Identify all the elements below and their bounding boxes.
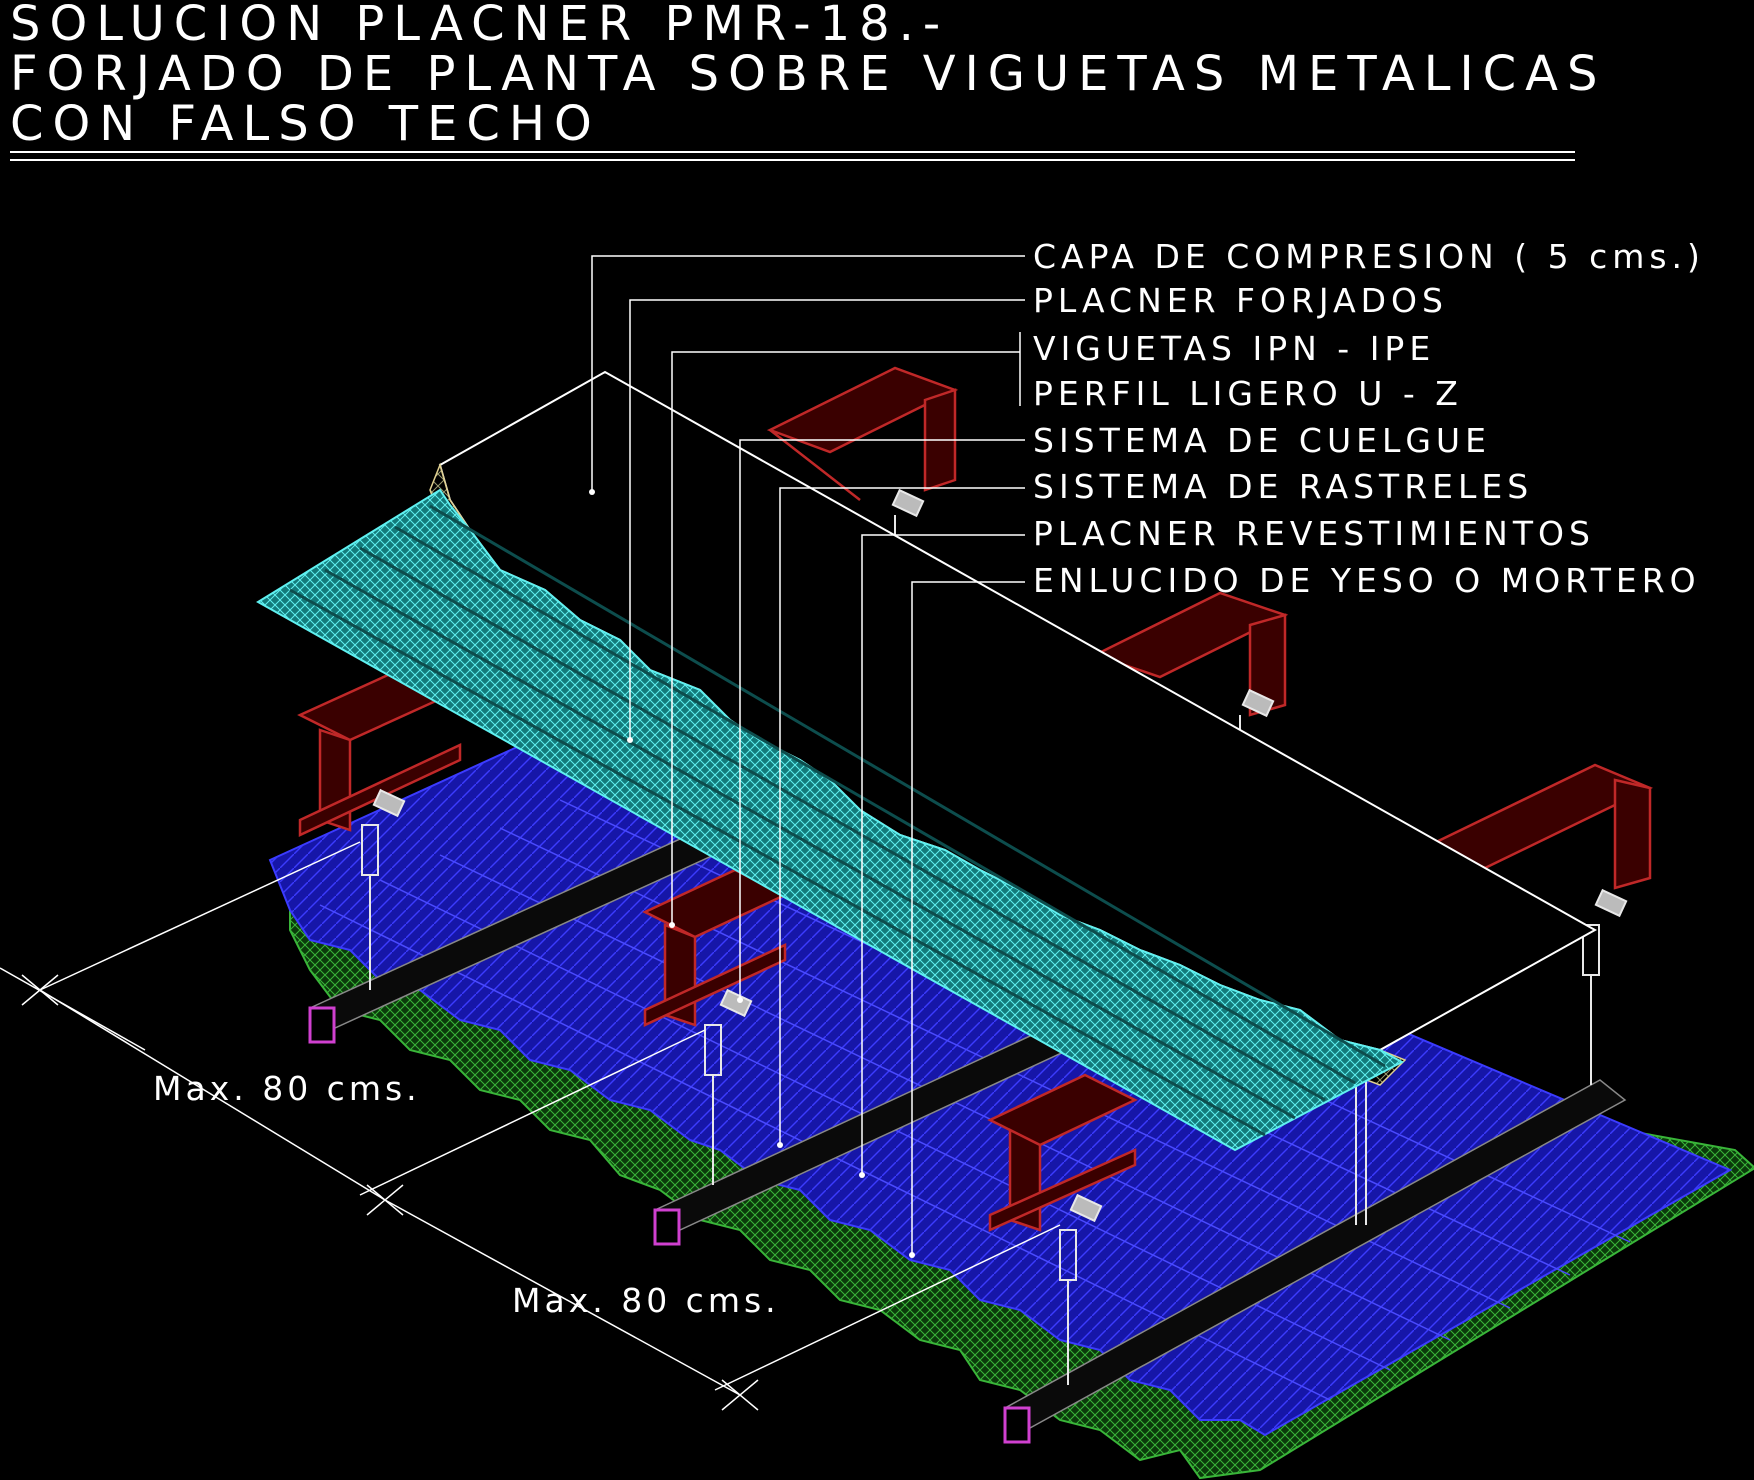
leader-rastreles <box>779 487 1025 1145</box>
label-placner-forjados: PLACNER FORJADOS <box>1033 281 1448 320</box>
hanger-7 <box>1355 1080 1367 1225</box>
hangers <box>361 488 1628 1385</box>
label-viguetas: VIGUETAS IPN - IPE <box>1033 329 1435 368</box>
hanger-6 <box>1582 888 1628 1085</box>
leader-placner-forjados <box>629 299 1025 740</box>
label-capa-compresion: CAPA DE COMPRESION ( 5 cms.) <box>1033 237 1705 276</box>
placner-deck <box>256 488 1405 1152</box>
hanger-1 <box>361 788 406 990</box>
title-block: SOLUCION PLACNER PMR-18.- FORJADO DE PLA… <box>10 0 1606 161</box>
dim-tick-2 <box>366 1184 404 1216</box>
beam-right-front <box>1426 763 1654 890</box>
dim-label-lower: Max. 80 cms. <box>512 1281 780 1320</box>
leader-capa <box>591 255 1025 492</box>
label-sistema-cuelgue: SISTEMA DE CUELGUE <box>1033 421 1491 460</box>
label-enlucido: ENLUCIDO DE YESO O MORTERO <box>1033 561 1701 600</box>
dim-witness-3 <box>714 1224 1061 1391</box>
steel-beams <box>297 366 1654 1232</box>
leader-cuelgue <box>739 439 1025 1000</box>
label-sistema-rastreles: SISTEMA DE RASTRELES <box>1033 467 1533 506</box>
hanger-3 <box>1059 1193 1103 1385</box>
beam-middle <box>642 868 788 1027</box>
dim-extension-1 <box>0 967 146 1051</box>
title-line-2: FORJADO DE PLANTA SOBRE VIGUETAS METALIC… <box>10 46 1606 102</box>
leader-enlucido <box>911 581 1025 1255</box>
dim-line-2 <box>384 1199 741 1396</box>
leader-viguetas <box>671 351 1020 925</box>
dim-tick-1 <box>21 974 59 1006</box>
label-placner-revestimientos: PLACNER REVESTIMIENTOS <box>1033 514 1595 553</box>
rail-3 <box>1003 1079 1627 1444</box>
title-line-3: CON FALSO TECHO <box>10 96 601 152</box>
leader-lines <box>591 255 1025 1255</box>
dim-witness-1 <box>39 841 361 991</box>
dim-label-upper: Max. 80 cms. <box>153 1069 421 1108</box>
dim-witness-2 <box>359 1029 706 1196</box>
dim-line-1 <box>39 989 386 1201</box>
deck-ribs <box>289 504 1386 1137</box>
dimensions <box>0 841 1061 1411</box>
slab <box>256 370 1598 1152</box>
title-line-1: SOLUCION PLACNER PMR-18.- <box>10 0 949 52</box>
label-perfil-ligero: PERFIL LIGERO U - Z <box>1033 374 1463 413</box>
leader-dots <box>589 489 915 1258</box>
leader-revestimientos <box>861 534 1025 1175</box>
beam-front <box>987 1073 1138 1232</box>
beam-right-middle <box>1091 591 1289 717</box>
dim-tick-3 <box>721 1379 759 1411</box>
callout-labels: CAPA DE COMPRESION ( 5 cms.) PLACNER FOR… <box>1033 237 1705 600</box>
